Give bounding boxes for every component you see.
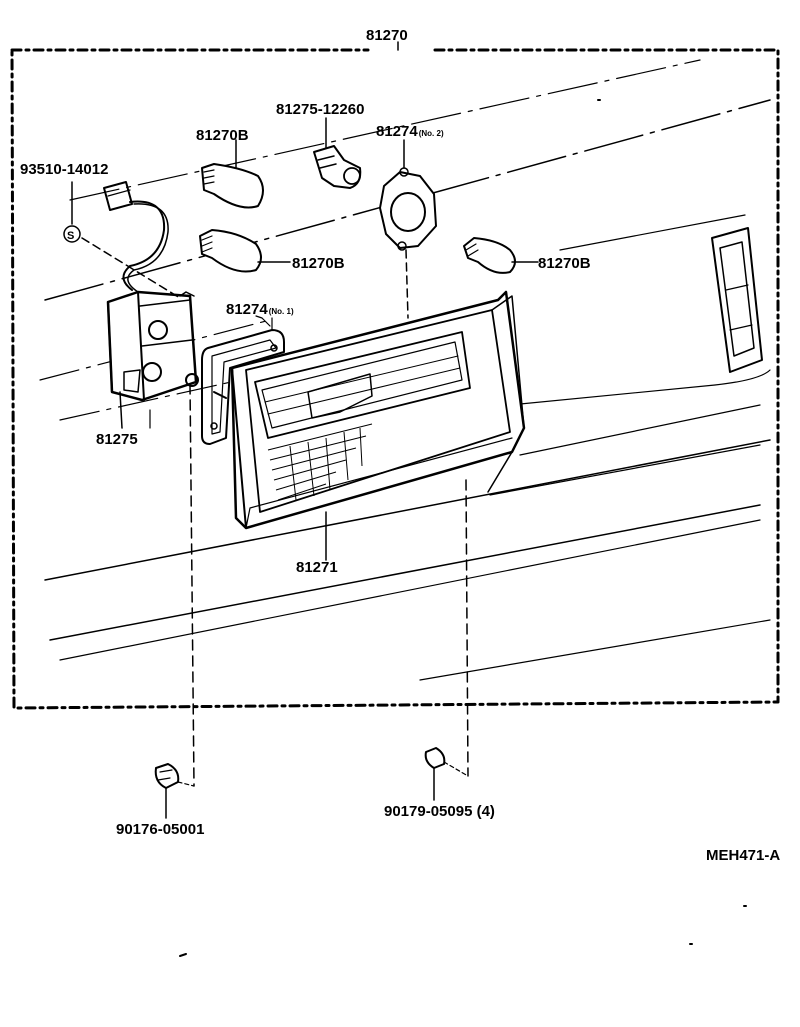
assembly-boundary [10,41,780,710]
label-bulb-top-left: 81270B [196,127,249,144]
gasket-no1 [201,315,285,445]
socket-hole-upper [148,320,168,340]
label-screw-symbol: S [67,230,74,242]
bulb-right [463,237,539,274]
label-lens: 81271 [296,559,338,576]
scan-marks [179,99,747,957]
socket-hole-lower [142,362,162,382]
bulb-top-left [201,139,264,209]
socket-housing [106,290,199,429]
label-fastener-right: 90179-05095 (4) [384,803,495,820]
leader-lines [149,317,273,429]
drawing-code: MEH471-A [706,847,780,864]
wire-harness [63,181,181,299]
gasket-no2 [379,139,437,319]
screw-left-assembly [154,383,227,819]
label-fastener-left: 90176-05001 [116,821,204,838]
label-bulb-right: 81270B [538,255,591,272]
reflector-pattern [267,423,373,501]
screw-symbol-icon [63,225,81,243]
emblem-icon [307,373,373,419]
label-socket-part: 81275-12260 [276,101,364,118]
screw-right-assembly [424,479,469,801]
label-wire-part: 93510-14012 [20,161,108,178]
label-gasket-no2: 81274(No. 2) [376,123,444,140]
lens-assembly [230,290,526,561]
label-bulb-mid: 81270B [292,255,345,272]
tailgate-panel-lines [39,59,771,681]
assembly-label: 81270 [366,27,408,44]
bulb-socket [313,117,362,189]
label-socket-housing: 81275 [96,431,138,448]
bulb-mid [199,229,291,273]
handle-recess [711,227,763,373]
label-gasket-no1: 81274(No. 1) [226,301,294,318]
